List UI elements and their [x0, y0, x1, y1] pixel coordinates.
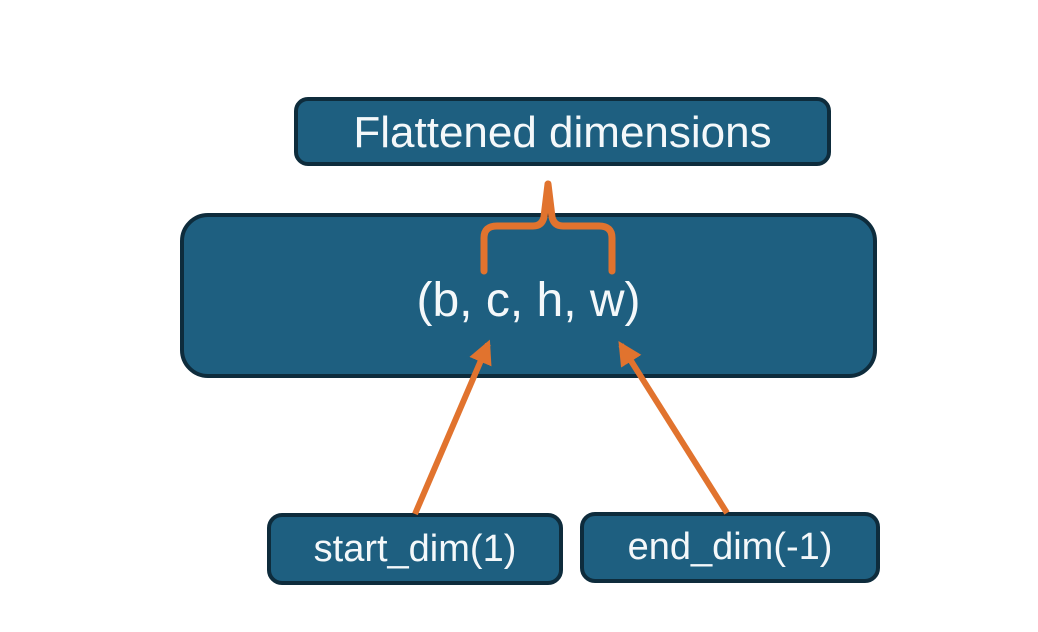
start-dim-box: start_dim(1)	[267, 513, 563, 585]
flattened-dimensions-box: Flattened dimensions	[294, 97, 831, 166]
tensor-shape-label: (b, c, h, w)	[416, 274, 641, 327]
flattened-dimensions-label: Flattened dimensions	[353, 108, 772, 157]
start-dim-label: start_dim(1)	[313, 527, 517, 570]
tensor-shape-box: (b, c, h, w)	[180, 213, 877, 378]
end-dim-label: end_dim(-1)	[627, 526, 833, 568]
end-dim-box: end_dim(-1)	[580, 512, 880, 583]
